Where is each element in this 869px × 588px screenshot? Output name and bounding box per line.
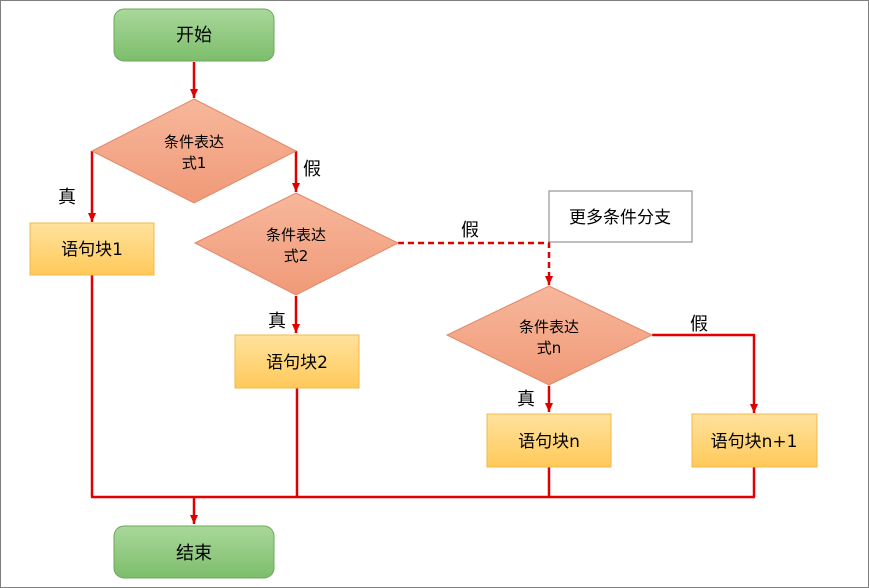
end-node: 结束	[113, 525, 275, 579]
condition-1-label-line1: 条件表达	[164, 133, 224, 151]
condition-1-label-line2: 式1	[182, 154, 207, 172]
condition-2-label-line2: 式2	[284, 247, 309, 265]
label-true-2: 真	[268, 311, 286, 332]
connectors	[88, 62, 758, 524]
condition-2-node: 条件表达 式2	[193, 192, 400, 296]
end-label: 结束	[176, 543, 212, 564]
condition-n-label-line2: 式n	[537, 339, 562, 357]
more-branches-label: 更多条件分支	[569, 208, 671, 228]
more-branches-note: 更多条件分支	[548, 190, 693, 243]
block-n-label: 语句块n	[518, 432, 580, 452]
branch-labels: 真 假 真 假 真 假	[58, 159, 708, 410]
condition-1-node: 条件表达 式1	[90, 98, 298, 204]
label-true-1: 真	[58, 187, 76, 208]
edge-condn-blockn1	[652, 333, 758, 413]
block-n1-label: 语句块n+1	[711, 432, 798, 452]
block-2-label: 语句块2	[266, 353, 328, 373]
edge-cond2-condn	[398, 241, 553, 285]
label-true-n: 真	[517, 389, 535, 410]
block-1-label: 语句块1	[61, 240, 123, 260]
block-1-node: 语句块1	[29, 222, 155, 276]
block-n1-node: 语句块n+1	[691, 413, 818, 468]
block-n-node: 语句块n	[486, 413, 612, 468]
condition-2-label-line1: 条件表达	[266, 226, 326, 244]
block-2-node: 语句块2	[234, 334, 360, 389]
label-false-1: 假	[303, 159, 321, 180]
label-false-n: 假	[690, 314, 708, 335]
start-label: 开始	[176, 25, 212, 46]
condition-n-node: 条件表达 式n	[445, 285, 654, 386]
label-false-2: 假	[461, 220, 479, 241]
condition-n-label-line1: 条件表达	[519, 318, 579, 336]
start-node: 开始	[113, 8, 275, 62]
